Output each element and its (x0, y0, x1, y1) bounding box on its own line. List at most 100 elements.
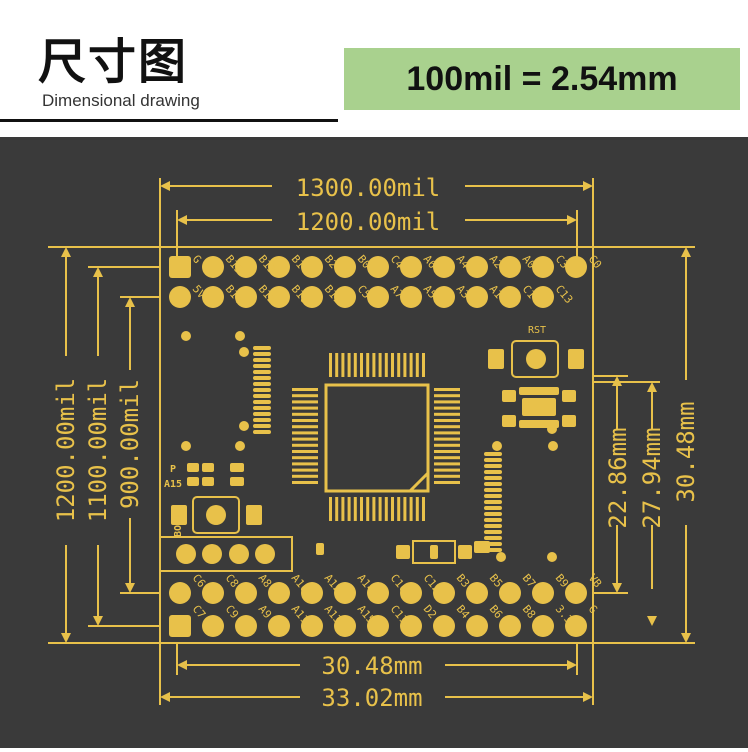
chip-pin (434, 425, 460, 429)
smd-pad (484, 476, 502, 480)
dim-left-outer: 1200.00mil (52, 378, 80, 523)
smd-pad (253, 406, 271, 410)
pin-pad (433, 582, 455, 604)
pin-pad (499, 615, 521, 637)
dimension-arrow (681, 633, 691, 643)
smd-pad (484, 524, 502, 528)
pin-pad (235, 582, 257, 604)
chip-pin (434, 431, 460, 435)
dim-top-outer: 1300.00mil (296, 174, 441, 202)
chip-pin (292, 474, 318, 478)
chip-pin (422, 497, 425, 521)
chip-pin (292, 456, 318, 460)
chip-pin (434, 462, 460, 466)
dim-right-mid: 27.94mm (638, 427, 666, 528)
pin-pad (301, 615, 323, 637)
pin-pad (466, 286, 488, 308)
smd-pad (253, 424, 271, 428)
pin-pad (499, 582, 521, 604)
smd-pad (235, 331, 245, 341)
a15-label: A15 (164, 479, 182, 490)
boot0-label: BOOT0 (173, 507, 184, 537)
chip-pin (329, 353, 332, 377)
dim-bottom-inner: 30.48mm (321, 652, 422, 680)
smd-pad (519, 387, 559, 395)
chip-pin (341, 353, 345, 377)
smd-pad (458, 545, 472, 559)
chip-pin (360, 497, 363, 521)
pin-pad (202, 256, 224, 278)
chip-pin (353, 497, 357, 521)
smd-pad (253, 346, 271, 350)
header: 尺寸图 Dimensional drawing 100mil = 2.54mm (0, 0, 748, 135)
pin-pad (235, 286, 257, 308)
smd-pad (253, 376, 271, 380)
pin-pad (367, 615, 389, 637)
smd-pad (502, 390, 516, 402)
smd-pad (253, 418, 271, 422)
chip-pin (341, 497, 345, 521)
dim-bottom-outer: 33.02mm (321, 684, 422, 712)
smd-pad (484, 452, 502, 456)
chip-pin (292, 412, 318, 416)
p-label: P (170, 464, 176, 475)
chip-pin (434, 474, 460, 478)
smd-pad (502, 415, 516, 427)
chip-pin (292, 431, 318, 435)
dimension-arrow (583, 692, 593, 702)
pin-pad (334, 615, 356, 637)
pin-pad (499, 286, 521, 308)
boot-header-pad (255, 544, 275, 564)
chip-pin (347, 353, 351, 377)
pin-pad (565, 582, 587, 604)
rst-label: RST (528, 325, 546, 336)
smd-pad (253, 394, 271, 398)
page-subtitle: Dimensional drawing (42, 91, 200, 110)
chip-pin (384, 497, 388, 521)
chip-pin (434, 419, 460, 422)
smd-pad (474, 541, 490, 553)
title-underline (0, 119, 338, 122)
chip-pin (422, 353, 425, 377)
chip-pin (292, 394, 318, 398)
smd-pad (230, 477, 244, 486)
smd-pad (496, 552, 506, 562)
chip-pin (360, 353, 363, 377)
smd-pad (181, 441, 191, 451)
pin-pad (433, 256, 455, 278)
dimension-arrows (61, 181, 691, 702)
smd-pad (187, 477, 199, 486)
smd-pad (253, 358, 271, 362)
chip-pin (434, 468, 460, 472)
chip-pin (329, 497, 332, 521)
chip-pin (378, 497, 382, 521)
chip-pin (409, 353, 413, 377)
pin-pad (301, 582, 323, 604)
mcu-chip (292, 353, 460, 521)
chip-pin (384, 353, 388, 377)
dimension-arrow (125, 297, 135, 307)
diode-outline (412, 540, 456, 564)
dim-top-inner: 1200.00mil (296, 208, 441, 236)
pin-pad (268, 286, 290, 308)
pin-pad (202, 582, 224, 604)
pin-pad (334, 256, 356, 278)
pin-pad (466, 582, 488, 604)
smd-pad (187, 463, 199, 472)
pin-pad (169, 582, 191, 604)
chip-pin (366, 497, 370, 521)
chip-pin (292, 462, 318, 466)
pin-pad (433, 286, 455, 308)
smd-pad (235, 441, 245, 451)
pin-pad (565, 256, 587, 278)
pin-pad (400, 582, 422, 604)
chip-pin (434, 481, 460, 484)
smd-pad (484, 470, 502, 474)
smd-pad (492, 441, 502, 451)
smd-pad (484, 518, 502, 522)
pin-pads (169, 256, 587, 637)
chip-pin (378, 353, 382, 377)
dimension-arrow (681, 247, 691, 257)
smd-pad (253, 400, 271, 404)
smd-pad (519, 420, 559, 428)
